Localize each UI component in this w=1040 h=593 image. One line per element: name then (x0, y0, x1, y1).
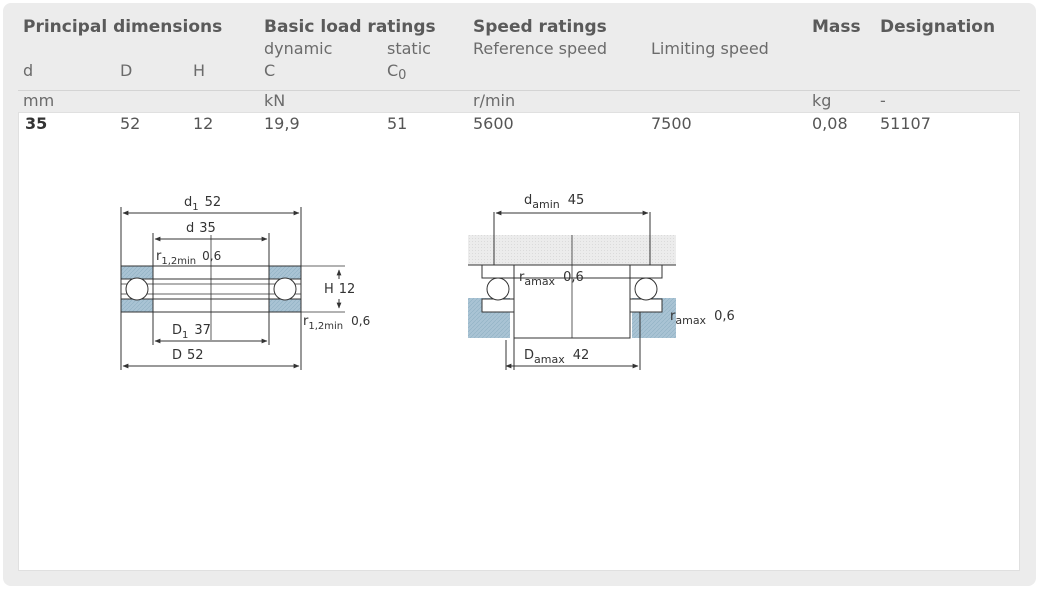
subheader-limiting-speed: Limiting speed (651, 39, 769, 58)
right-bearing-drawing (468, 210, 676, 370)
value-designation: 51107 (880, 114, 931, 133)
subheader-static: static (387, 39, 431, 58)
symbol-C0-sub: 0 (398, 68, 407, 83)
header-principal-dimensions: Principal dimensions (23, 17, 223, 37)
left-bearing-drawing (120, 207, 345, 370)
value-reference-speed: 5600 (473, 114, 514, 133)
symbol-C0: C0 (387, 61, 406, 83)
symbol-d: d (23, 61, 34, 80)
header-speed-ratings: Speed ratings (473, 17, 607, 37)
subheader-reference-speed: Reference speed (473, 39, 607, 58)
unit-kn: kN (264, 91, 286, 110)
header-basic-load-ratings: Basic load ratings (264, 17, 436, 37)
value-D: 52 (120, 114, 141, 133)
header-mass: Mass (812, 17, 861, 37)
symbol-D: D (120, 61, 133, 80)
symbol-C: C (264, 61, 276, 80)
subheader-dynamic: dynamic (264, 39, 333, 58)
symbol-H: H (193, 61, 206, 80)
value-C0: 51 (387, 114, 408, 133)
unit-rmin: r/min (473, 91, 516, 110)
value-C: 19,9 (264, 114, 300, 133)
unit-dash: - (880, 91, 886, 110)
header-designation: Designation (880, 17, 996, 37)
value-limiting-speed: 7500 (651, 114, 692, 133)
unit-row-separator (18, 90, 1020, 91)
value-H: 12 (193, 114, 214, 133)
value-mass: 0,08 (812, 114, 848, 133)
unit-mm: mm (23, 91, 55, 110)
value-d: 35 (25, 114, 48, 133)
unit-kg: kg (812, 91, 832, 110)
symbol-C0-main: C (387, 61, 399, 80)
